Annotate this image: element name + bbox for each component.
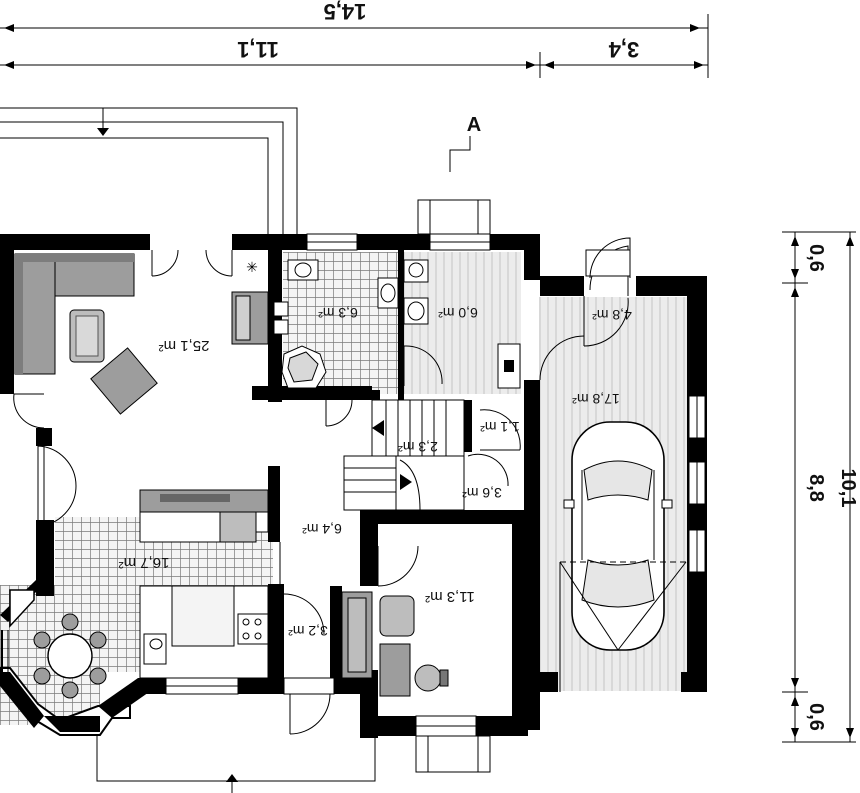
- dim-right-width: 3,4: [608, 37, 639, 62]
- section-marker-label: A: [467, 114, 481, 136]
- label-storage: 4,8 m²: [592, 307, 632, 323]
- label-hall: 6,4 m²: [302, 521, 342, 537]
- dim-total-depth: 10,1: [837, 469, 859, 508]
- kitchen-furniture: [139, 489, 269, 679]
- label-vestibule: 3,2 m²: [288, 623, 328, 639]
- storage-floor: [539, 297, 687, 383]
- top-dimensions: [0, 14, 709, 78]
- doors: [13, 237, 631, 735]
- car: [559, 421, 687, 692]
- dim-total-width: 14,5: [324, 0, 367, 24]
- right-dimensions: [782, 231, 856, 743]
- label-living: 25,1 m²: [159, 337, 210, 354]
- label-bathroom: 6,3 m²: [318, 305, 358, 321]
- office-furniture: [341, 591, 449, 697]
- bay-window: [0, 580, 152, 736]
- windows: [165, 199, 706, 773]
- label-wc: 1,1 m²: [480, 419, 520, 435]
- section-marker: A: [449, 114, 481, 172]
- plant-icon: ✳: [246, 259, 258, 275]
- dim-depth-bottom: 0,6: [805, 703, 827, 731]
- label-boiler-room: 6,0 m²: [438, 305, 478, 321]
- bathroom-fixtures: [281, 259, 521, 389]
- walls: [0, 234, 707, 738]
- dim-left-width: 11,1: [237, 37, 279, 62]
- label-office: 11,3 m²: [425, 588, 475, 605]
- dim-depth-mid: 8,8: [805, 474, 827, 502]
- living-furniture: ✳: [14, 253, 289, 415]
- label-stairs-upper: 2,3 m²: [398, 439, 438, 455]
- stairs: [343, 399, 465, 511]
- terrace-top: [0, 107, 298, 235]
- dining-table: [33, 613, 107, 699]
- label-garage: 17,8 m²: [572, 391, 620, 407]
- terrace-bottom: [96, 735, 376, 793]
- dim-depth-top: 0,6: [805, 244, 827, 272]
- label-kitchen-dining: 16,7 m²: [119, 554, 170, 571]
- label-stairs-lower: 3,6 m²: [462, 485, 502, 501]
